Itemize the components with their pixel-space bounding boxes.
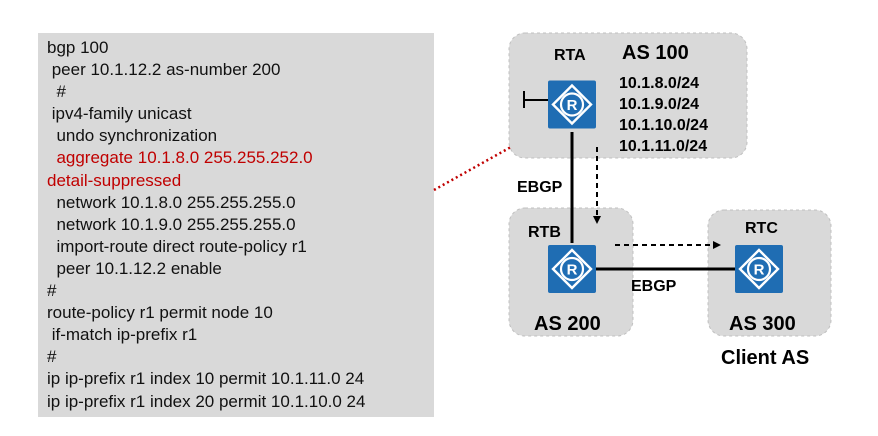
config-line: ip ip-prefix r1 index 10 permit 10.1.11.…: [47, 369, 365, 389]
rtc-label: RTC: [745, 220, 778, 237]
config-line: #: [47, 82, 66, 102]
router-rta-icon: [548, 80, 596, 129]
config-line: bgp 100: [47, 38, 109, 57]
rtb-label: RTB: [528, 224, 561, 241]
as300-label: AS 300: [729, 313, 796, 335]
config-line: ipv4-family unicast: [47, 104, 192, 124]
config-line: network 10.1.8.0 255.255.255.0: [47, 192, 296, 212]
ebgp-label-horizontal: EBGP: [631, 278, 677, 295]
rta-prefix: 10.1.10.0/24: [619, 117, 708, 134]
config-line: import-route direct route-policy r1: [47, 236, 307, 256]
client-as-label: Client AS: [721, 347, 809, 369]
ebgp-label-vertical: EBGP: [517, 179, 563, 196]
config-connector-line: [433, 145, 512, 192]
config-line: peer 10.1.12.2 enable: [47, 258, 222, 278]
rta-prefix: 10.1.9.0/24: [619, 96, 699, 113]
config-line: network 10.1.9.0 255.255.255.0: [47, 214, 296, 234]
router-rtc-icon: [735, 245, 783, 293]
rta-prefix: 10.1.8.0/24: [619, 75, 699, 92]
config-line: #: [47, 347, 57, 367]
rta-prefix: 10.1.11.0/24: [619, 138, 707, 155]
config-line: ip ip-prefix r1 index 20 permit 10.1.10.…: [47, 391, 366, 411]
config-line: route-policy r1 permit node 10: [47, 303, 273, 323]
config-line: detail-suppressed: [47, 170, 182, 190]
config-line: peer 10.1.12.2 as-number 200: [47, 60, 281, 80]
config-panel: bgp 100 peer 10.1.12.2 as-number 200 # i…: [38, 33, 434, 417]
as100-label: AS 100: [622, 42, 689, 64]
router-rtb-icon: [548, 245, 596, 293]
config-line: undo synchronization: [47, 126, 218, 146]
rta-label: RTA: [554, 47, 586, 64]
config-line: aggregate 10.1.8.0 255.255.252.0: [47, 148, 313, 168]
config-line: if-match ip-prefix r1: [47, 325, 198, 345]
config-line: #: [47, 281, 57, 301]
as200-label: AS 200: [534, 313, 601, 335]
